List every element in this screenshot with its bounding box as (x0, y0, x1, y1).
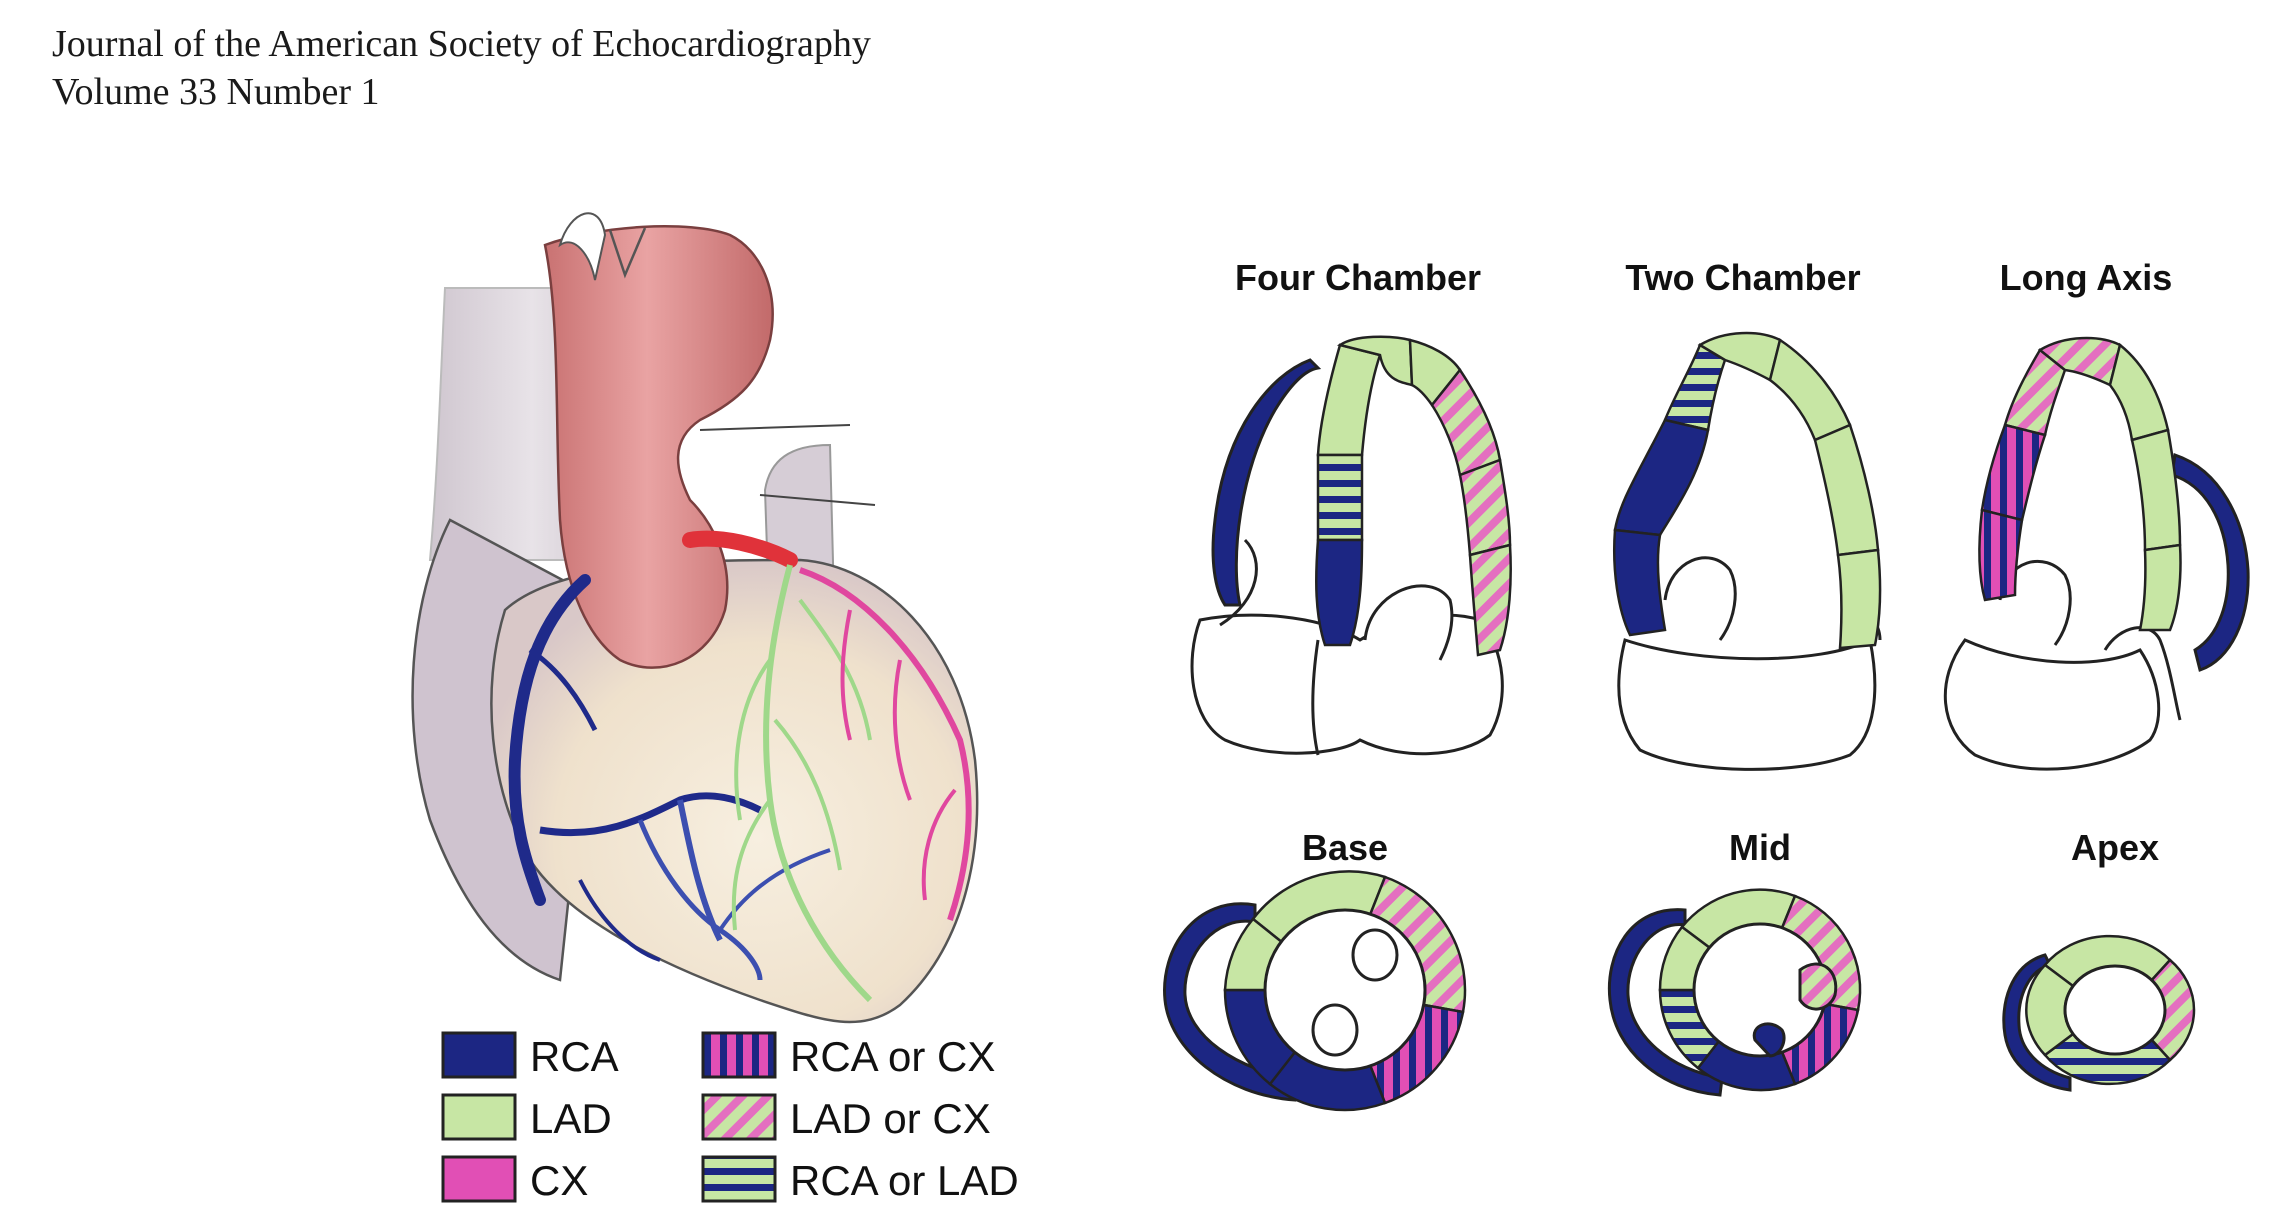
two-chamber-anterior-apical (1768, 337, 1852, 442)
four-chamber-septum-mid (1316, 453, 1364, 542)
issue-info: Volume 33 Number 1 (52, 71, 380, 113)
legend-swatch-rca (441, 1031, 517, 1079)
legend-swatch-lad-or-cx (701, 1093, 777, 1141)
legend-swatch-cx (441, 1155, 517, 1203)
mid-papillary-1 (1798, 962, 1838, 1011)
view-title-four-chamber: Four Chamber (1235, 257, 1481, 298)
legend-label-rca-or-cx: RCA or CX (790, 1033, 995, 1080)
four-chamber-lateral-base (1468, 543, 1512, 657)
long-axis-septum-mid (1980, 423, 2047, 522)
apex-short-axis (2002, 934, 2196, 1092)
two-chamber-view (1612, 331, 1882, 771)
journal-header: Journal of the American Society of Echoc… (52, 20, 871, 116)
apex-rv-wall (2002, 953, 2072, 1092)
aorta (543, 225, 774, 669)
lad-branch-3 (731, 798, 772, 931)
lad-branch-1 (734, 658, 772, 821)
two-chamber-anterior-mid (1813, 423, 1880, 557)
left-main-coronary (682, 530, 798, 568)
view-title-mid: Mid (1729, 827, 1791, 868)
base-short-axis (1163, 870, 1467, 1112)
long-axis-anterior-base (2138, 543, 2182, 632)
view-title-apex: Apex (2071, 827, 2159, 868)
rca-branch-5 (718, 848, 831, 932)
legend-swatch-rca-or-cx (701, 1031, 777, 1079)
mid-papillary-2 (1752, 1022, 1786, 1058)
aortic-arch-branch-2 (608, 227, 647, 279)
two-chamber-anterior-base (1836, 548, 1882, 650)
rca-branch-6 (578, 879, 661, 962)
legend: RCA LAD CX RCA or CX LAD or CX RCA or LA… (441, 1031, 1019, 1204)
two-chamber-inferior-apical (1663, 343, 1727, 432)
four-chamber-atria-divider (1311, 639, 1320, 756)
journal-title: Journal of the American Society of Echoc… (52, 23, 871, 65)
rca-vessel (508, 574, 591, 906)
base-papillary-2 (1311, 1003, 1359, 1057)
legend-swatch-rca-or-lad (701, 1155, 777, 1203)
pointer-line-1 (699, 424, 851, 431)
four-chamber-lateral-mid (1458, 458, 1512, 557)
long-axis-aortic-root (2103, 626, 2182, 721)
view-title-long-axis: Long Axis (2000, 257, 2173, 298)
long-axis-rca-wall (2170, 453, 2250, 672)
two-chamber-valve (1663, 556, 1737, 641)
four-chamber-septum-base (1315, 538, 1364, 647)
mid-short-axis (1607, 888, 1862, 1097)
legend-label-lad: LAD (530, 1095, 612, 1142)
view-title-base: Base (1302, 827, 1388, 868)
long-axis-anterior-apical (2108, 342, 2170, 442)
two-chamber-atrium (1617, 637, 1877, 771)
four-chamber-valve-left (1219, 538, 1258, 627)
cx-vessel (799, 567, 972, 921)
legend-label-rca-or-lad: RCA or LAD (790, 1157, 1019, 1204)
rca-branch-1 (528, 647, 598, 732)
lad-branch-2 (773, 718, 842, 871)
legend-label-cx: CX (530, 1157, 588, 1204)
legend-label-lad-or-cx: LAD or CX (790, 1095, 991, 1142)
legend-swatch-lad (441, 1093, 517, 1141)
long-axis-septum-base (1978, 508, 2024, 602)
four-chamber-view (1190, 335, 1512, 756)
heart-illustration (411, 212, 979, 1024)
two-chamber-inferior-mid (1613, 418, 1710, 537)
aortic-arch-branch (558, 212, 607, 281)
base-papillary-1 (1351, 928, 1399, 982)
four-chamber-rv-wall (1211, 358, 1322, 607)
long-axis-view (1943, 336, 2250, 771)
legend-label-rca: RCA (530, 1033, 619, 1080)
long-axis-anterior-mid (2130, 428, 2182, 552)
pointer-line-2 (759, 494, 876, 506)
rca-branch-4 (637, 819, 763, 981)
cx-branch-3 (921, 788, 957, 901)
two-chamber-inferior-base (1612, 528, 1667, 637)
view-title-two-chamber: Two Chamber (1625, 257, 1860, 298)
four-chamber-valve (1363, 584, 1454, 661)
apex-cavity (2063, 964, 2167, 1056)
cx-branch-1 (840, 609, 852, 741)
mid-rv-wall (1607, 908, 1724, 1097)
cx-branch-2 (892, 659, 912, 801)
four-chamber-septum-apical (1316, 343, 1382, 457)
ventricles (490, 558, 979, 1024)
long-axis-atrium (1943, 638, 2161, 771)
